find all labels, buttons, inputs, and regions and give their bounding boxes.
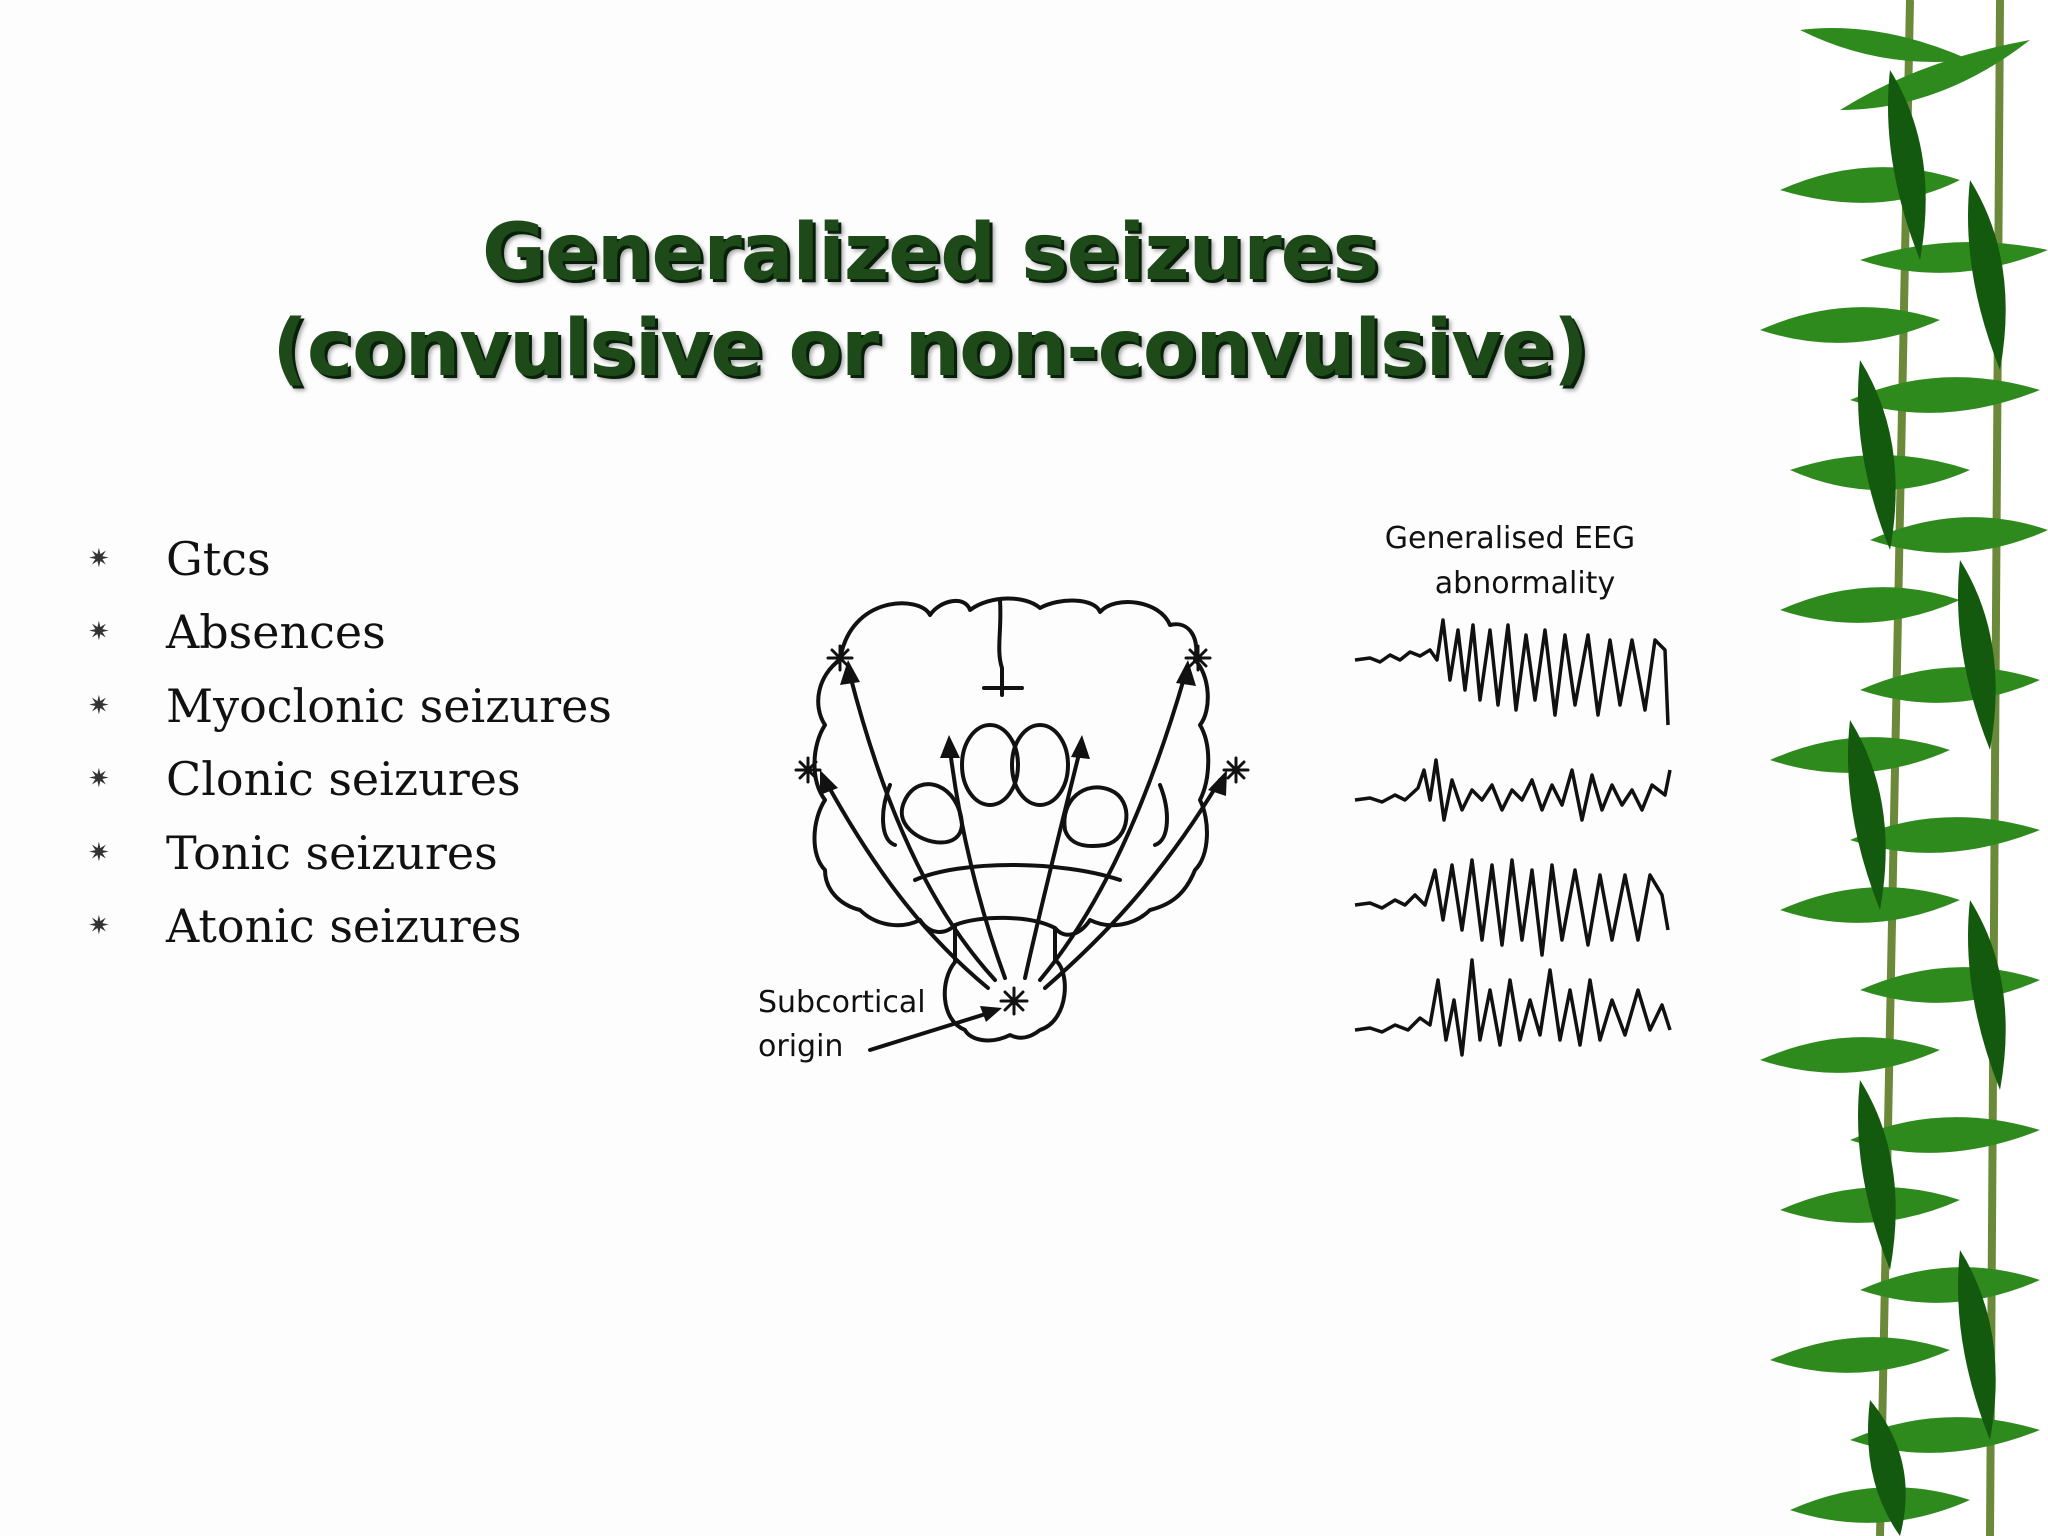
- list-item: ✷ Atonic seizures: [88, 890, 612, 964]
- spread-arrows: [823, 673, 1222, 990]
- list-item: ✷ Tonic seizures: [88, 816, 612, 890]
- list-item: ✷ Absences: [88, 596, 612, 670]
- list-item: ✷ Gtcs: [88, 522, 612, 596]
- bamboo-decoration: [1740, 0, 2048, 1536]
- bullet-list: ✷ Gtcs ✷ Absences ✷ Myoclonic seizures ✷ Clo…: [88, 522, 612, 963]
- asterisk-icon: ✷: [88, 837, 110, 868]
- title-line-2: (convulsive or non-convulsive): [272, 304, 1588, 394]
- bullet-text: Tonic seizures: [166, 825, 498, 880]
- bullet-text: Absences: [166, 605, 386, 660]
- list-item: ✷ Myoclonic seizures: [88, 669, 612, 743]
- bullet-text: Myoclonic seizures: [166, 678, 612, 733]
- eeg-label-line-1: Generalised EEG: [1385, 521, 1635, 556]
- asterisk-icon: ✷: [88, 543, 110, 574]
- title-line-1: Generalized seizures: [481, 208, 1379, 298]
- asterisk-icon: ✷: [88, 764, 110, 795]
- seizure-diagram: Generalised EEG abnormality Subcortical …: [740, 500, 1780, 1100]
- asterisk-icon: ✷: [88, 617, 110, 648]
- origin-label-line-1: Subcortical: [758, 985, 926, 1020]
- eeg-traces: [1354, 618, 1672, 1057]
- asterisk-icon: ✷: [88, 690, 110, 721]
- origin-label-line-2: origin: [758, 1029, 843, 1064]
- slide-title: Generalized seizures (convulsive or non-…: [0, 205, 1860, 397]
- bullet-text: Atonic seizures: [166, 899, 522, 954]
- list-item: ✷ Clonic seizures: [88, 743, 612, 817]
- bullet-text: Gtcs: [166, 531, 271, 586]
- bullet-text: Clonic seizures: [166, 752, 521, 807]
- brain-outline: [812, 596, 1211, 1043]
- asterisk-icon: ✷: [88, 911, 110, 942]
- eeg-label-line-2: abnormality: [1435, 566, 1615, 601]
